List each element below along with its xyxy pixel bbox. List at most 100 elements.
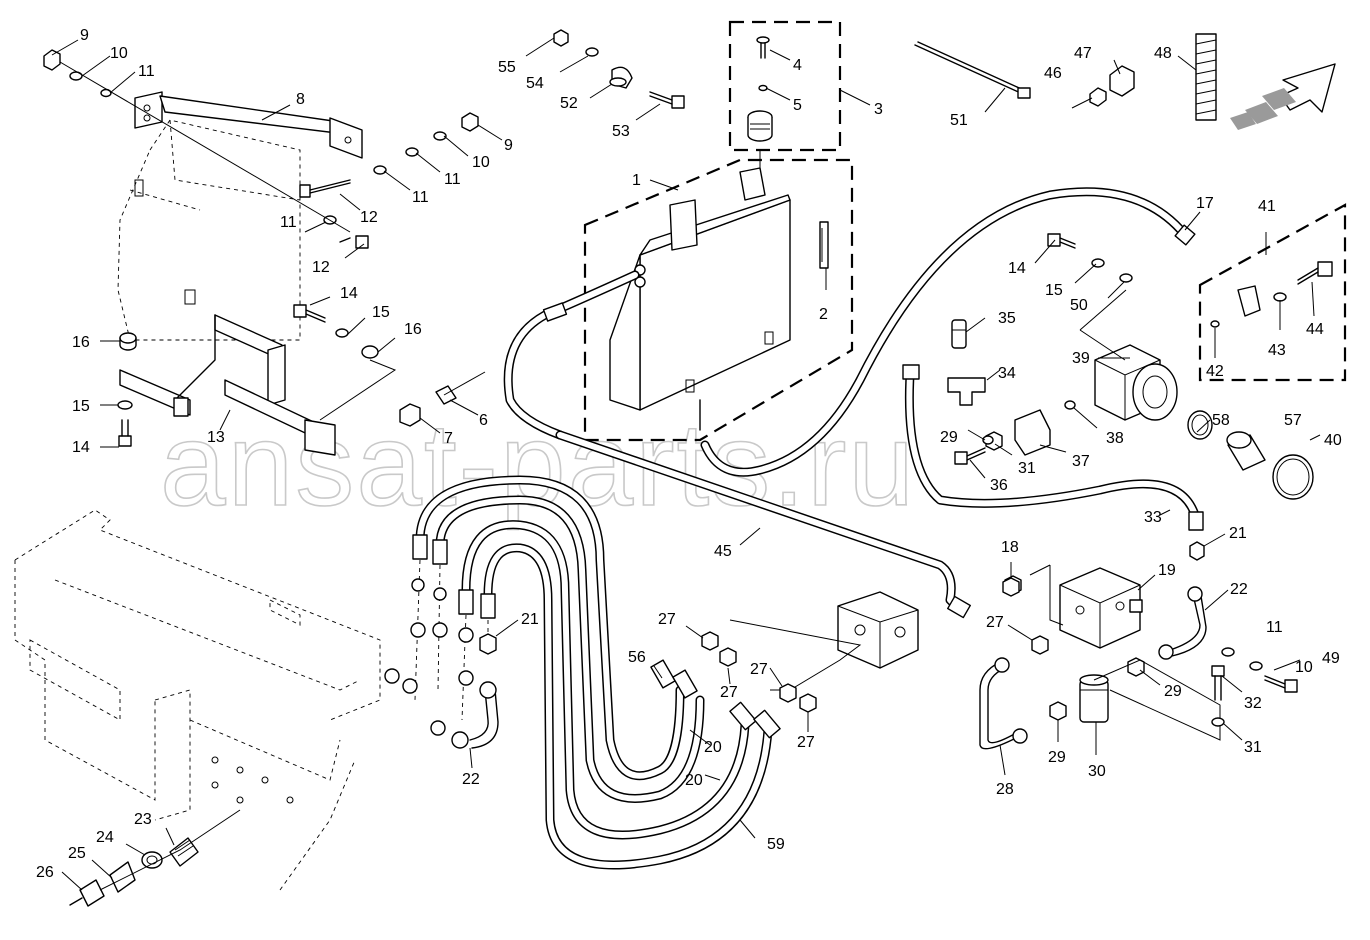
washer-15-left <box>117 400 133 410</box>
tube-22-right <box>1158 541 1207 660</box>
washer-10-top-left <box>69 71 83 81</box>
callout-9-b: 9 <box>504 137 513 154</box>
washer-11-right-lower <box>1221 647 1235 657</box>
suction-hose <box>503 270 640 440</box>
spacer-16-mid <box>361 345 379 359</box>
direction-arrow-icon <box>1230 63 1336 130</box>
washer-50 <box>1119 273 1133 283</box>
callout-59: 59 <box>767 836 785 853</box>
coupling-35 <box>951 319 967 349</box>
block-37 <box>1014 409 1051 456</box>
callout-9-a: 9 <box>80 27 89 44</box>
callout-49: 49 <box>1322 650 1340 667</box>
bolt-12-upper <box>299 179 351 198</box>
bolt-53 <box>649 91 685 109</box>
callout-15-b: 15 <box>372 304 390 321</box>
callout-12-a: 12 <box>360 209 378 226</box>
tee-34 <box>947 377 986 406</box>
leader-spacer-to-frame <box>319 359 397 421</box>
leader-valve-19 <box>1029 564 1064 626</box>
washer-43 <box>1273 292 1287 302</box>
hose-17 <box>700 187 1196 477</box>
callout-10-b: 10 <box>472 154 490 171</box>
callout-40: 40 <box>1324 432 1342 449</box>
washer-10-right-lower <box>1249 661 1263 671</box>
callout-10-a: 10 <box>110 45 128 62</box>
callout-31-b: 31 <box>1244 739 1262 756</box>
callout-16-b: 16 <box>404 321 422 338</box>
callout-51: 51 <box>950 112 968 129</box>
bolt-36 <box>954 447 986 465</box>
nut-9-top-left <box>43 49 61 71</box>
callout-11-a: 11 <box>138 63 155 80</box>
leader-filter <box>1093 659 1221 741</box>
callout-8: 8 <box>296 91 305 108</box>
callout-33: 33 <box>1144 509 1162 526</box>
callout-29-c: 29 <box>940 429 958 446</box>
callout-11-d: 11 <box>280 214 297 231</box>
callout-22-a: 22 <box>462 771 480 788</box>
o-ring-40 <box>1272 454 1314 500</box>
callout-29-a: 29 <box>1164 683 1182 700</box>
dust-cap-24 <box>141 851 163 869</box>
washer-31-motor <box>982 435 994 445</box>
valve-block-19 <box>1059 567 1143 649</box>
leader-bracket-diagonal <box>59 61 351 233</box>
bolt-49 <box>1264 675 1298 693</box>
callout-2: 2 <box>819 306 828 323</box>
hose-bundle-20-59 <box>412 475 781 870</box>
callout-46: 46 <box>1044 65 1062 82</box>
bolt-14-left <box>118 419 132 447</box>
coupling-25 <box>109 861 136 893</box>
callout-3: 3 <box>874 101 883 118</box>
callout-27-b: 27 <box>720 684 738 701</box>
hood-panel <box>117 119 301 341</box>
callout-21-a: 21 <box>521 611 539 628</box>
callout-31-a: 31 <box>1018 460 1036 477</box>
washer-5 <box>758 84 768 92</box>
nut-7 <box>399 403 421 427</box>
assembly-box-motor-fitting <box>1198 203 1347 382</box>
bolt-14-mid <box>293 304 326 323</box>
watermark-text: ansat-parts.ru <box>160 399 916 531</box>
callout-37: 37 <box>1072 453 1090 470</box>
o-ring-42 <box>1210 320 1220 328</box>
bolt-14-motor <box>1047 233 1076 249</box>
elbow-fitting-41 <box>1237 285 1261 317</box>
callout-22-b: 22 <box>1230 581 1248 598</box>
callout-1: 1 <box>632 172 641 189</box>
callout-14-b: 14 <box>340 285 358 302</box>
callout-labels: 1 2 3 4 5 6 7 8 9 9 10 10 10 11 11 11 11… <box>36 27 1342 881</box>
callout-25: 25 <box>68 845 86 862</box>
callout-10-c: 10 <box>1295 659 1313 676</box>
callout-48: 48 <box>1154 45 1172 62</box>
callout-27-c: 27 <box>750 661 768 678</box>
nut-9-right <box>461 112 479 132</box>
leader-spacer-6 <box>443 371 486 396</box>
hose-45 <box>555 430 971 619</box>
adapter-57 <box>1226 431 1266 471</box>
callout-14-c: 14 <box>1008 260 1026 277</box>
callout-27-a: 27 <box>658 611 676 628</box>
nut-46 <box>1089 87 1107 107</box>
callout-30: 30 <box>1088 763 1106 780</box>
callout-leaders <box>51 37 1321 891</box>
callout-11-c: 11 <box>412 189 429 206</box>
washer-54 <box>585 47 599 57</box>
filler-cap <box>747 110 773 142</box>
callout-34: 34 <box>998 365 1016 382</box>
callout-55: 55 <box>498 59 516 76</box>
clamp-52 <box>609 66 633 89</box>
callout-16-a: 16 <box>72 334 90 351</box>
protective-spiral-48 <box>1195 33 1217 121</box>
mounting-frame-13 <box>119 314 336 456</box>
callout-58: 58 <box>1212 412 1230 429</box>
callout-39: 39 <box>1072 350 1090 367</box>
callout-17: 17 <box>1196 195 1214 212</box>
callout-44: 44 <box>1306 321 1324 338</box>
callout-6: 6 <box>479 412 488 429</box>
callout-23: 23 <box>134 811 152 828</box>
fitting-stack-left <box>384 559 489 736</box>
callout-18: 18 <box>1001 539 1019 556</box>
